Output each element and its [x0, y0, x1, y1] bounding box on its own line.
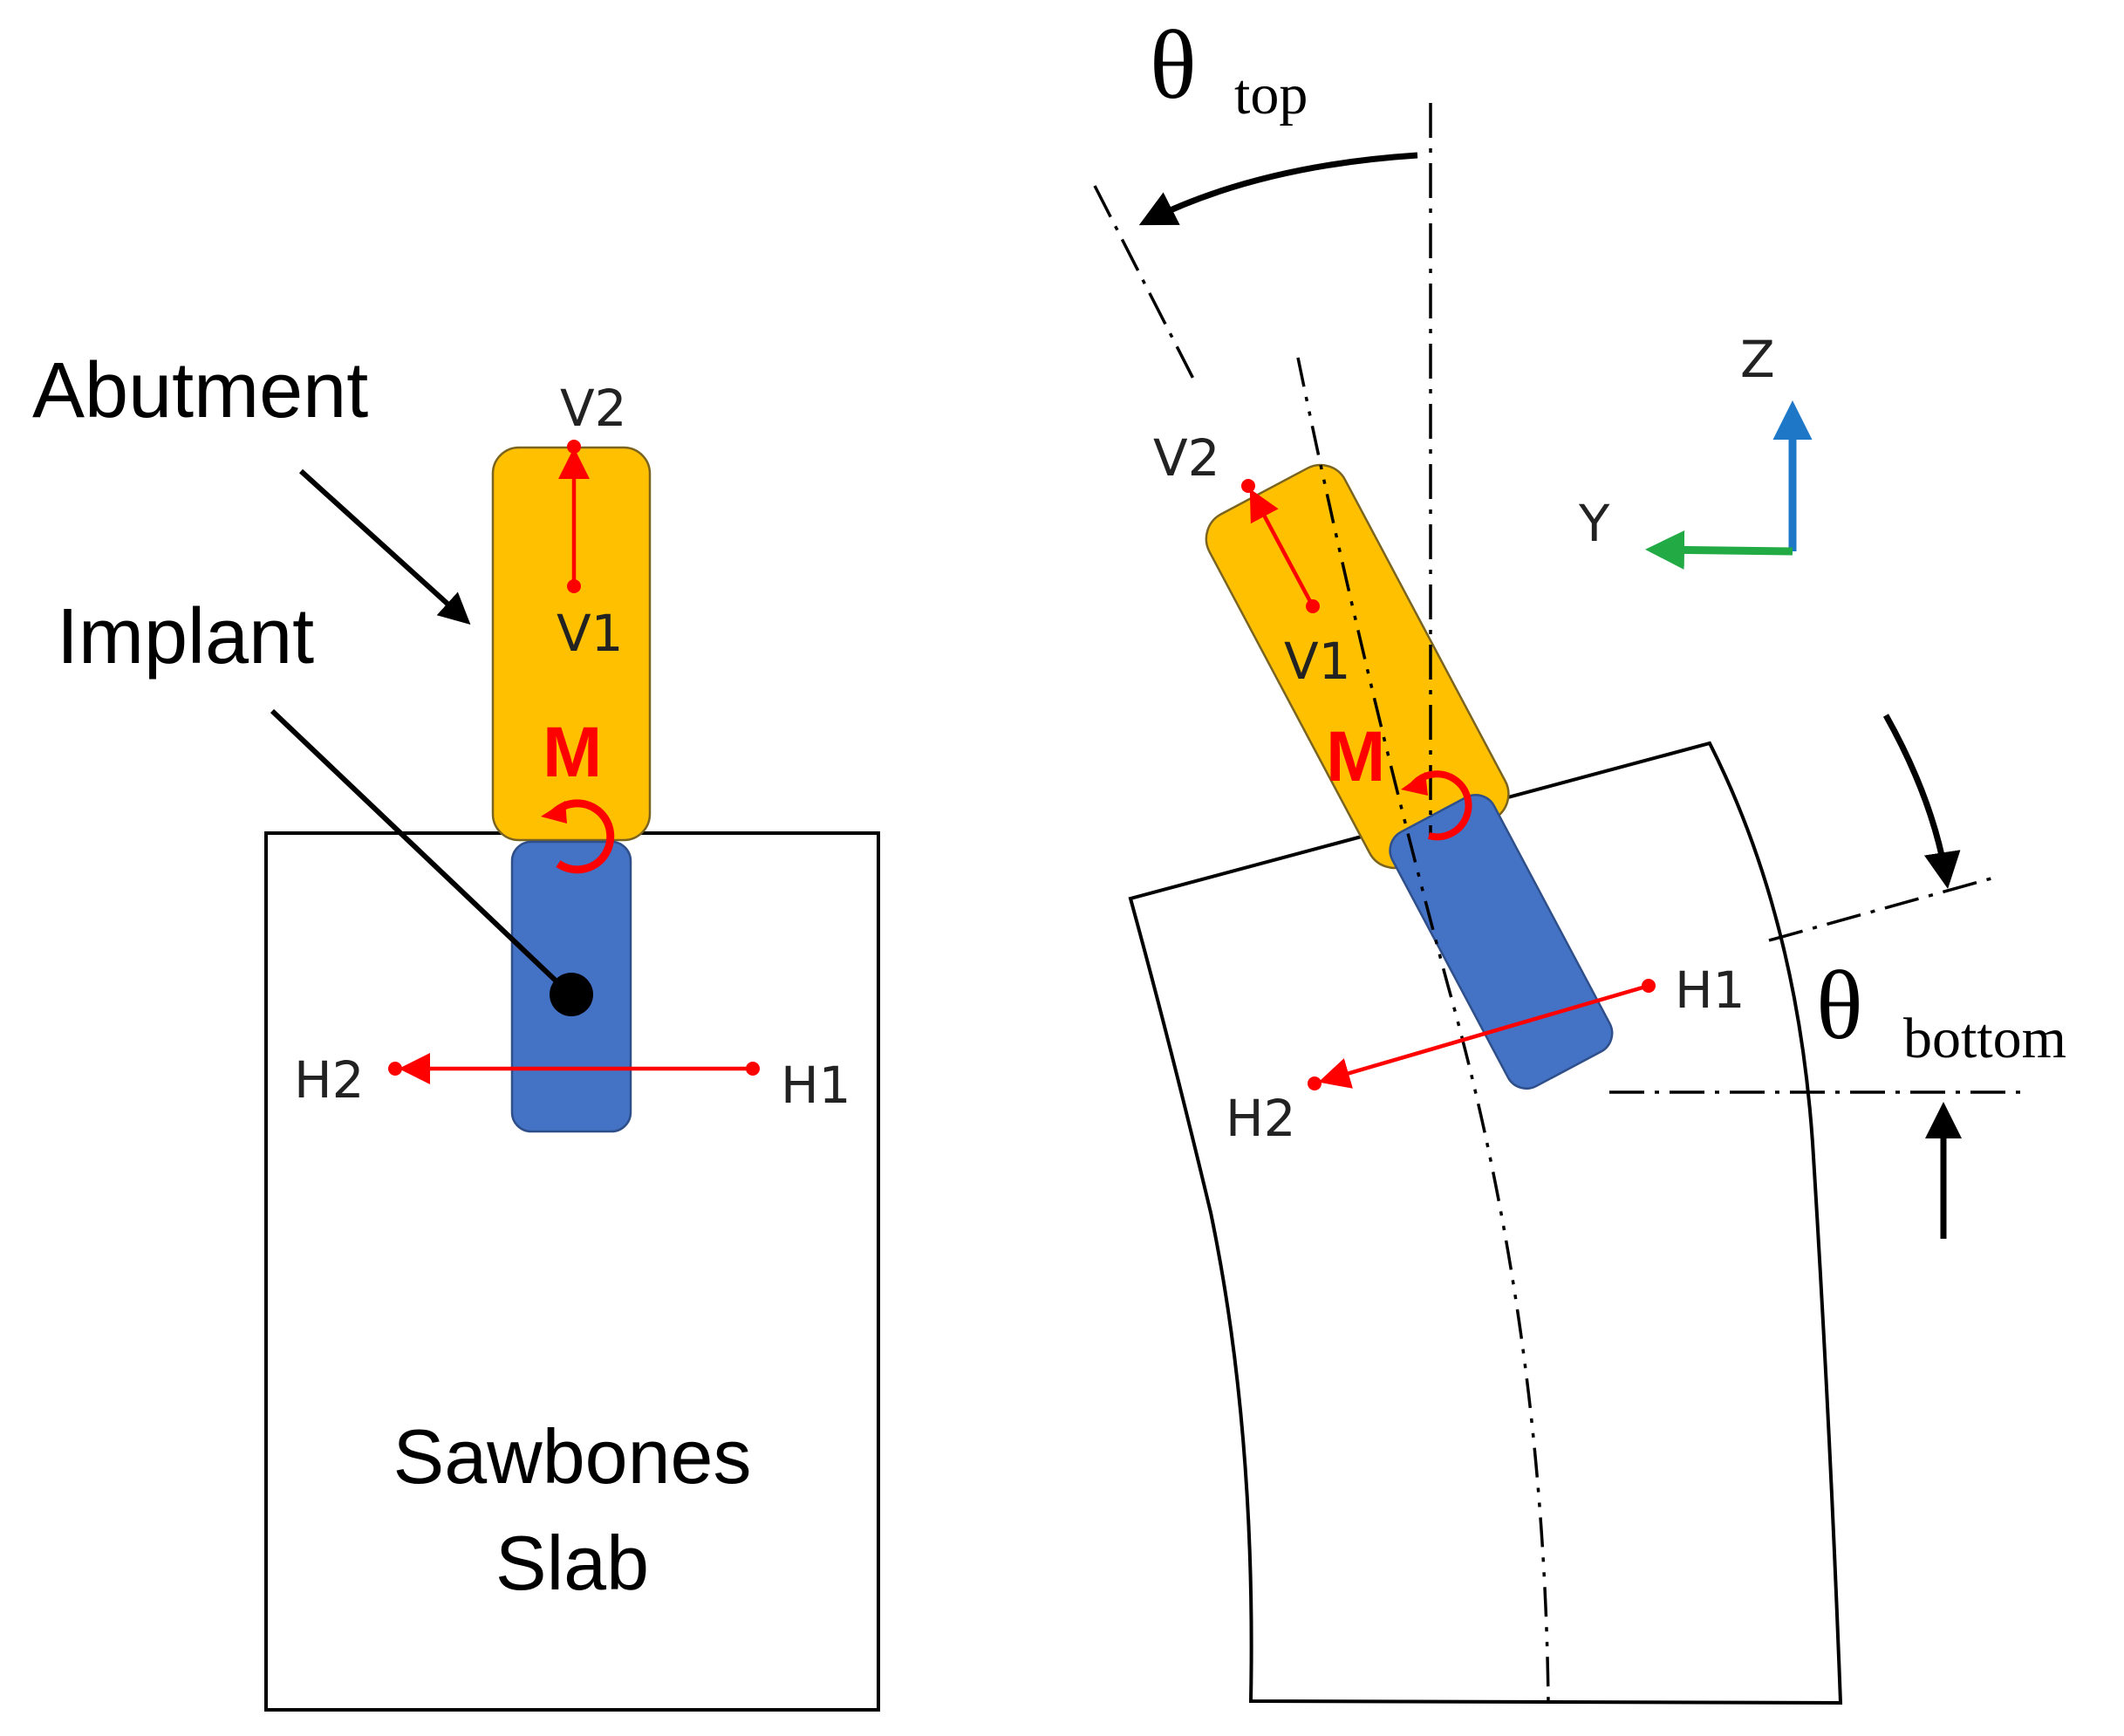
abutment-leader-arrow: [298, 468, 471, 625]
implant-label: Implant: [57, 593, 314, 680]
slab-label-line2: Slab: [495, 1520, 649, 1606]
z-axis-label: Z: [1740, 330, 1775, 389]
theta-bottom-symbol: θ: [1816, 952, 1863, 1060]
moment-arrowhead-tilted: [1401, 772, 1428, 796]
y-axis-label: Y: [1578, 494, 1610, 553]
v1-label: V1: [557, 604, 624, 663]
bottom-tilted-reference: [1768, 875, 1998, 942]
h2-label: H2: [294, 1050, 365, 1110]
moment-arrowhead: [541, 801, 567, 824]
theta-bottom-subscript: bottom: [1903, 1007, 2066, 1070]
tilted-reference-line: [1093, 185, 1197, 383]
deformed-slab: [1128, 741, 1843, 1705]
theta-top-subscript: top: [1234, 63, 1308, 126]
h1-label: H1: [781, 1056, 851, 1115]
h1-label-tilted: H1: [1675, 960, 1745, 1020]
theta-top-symbol: θ: [1150, 11, 1197, 120]
moment-arc-tilted: [1410, 770, 1472, 841]
slab-axis-curve: [1296, 357, 1550, 1704]
v1-point: [567, 579, 581, 593]
v1-v2-vector-tilted: [1249, 489, 1315, 608]
v2-point-tilted: [1241, 479, 1255, 493]
slab-label-line1: Sawbones: [393, 1413, 752, 1500]
theta-bottom-top-arrow: [1882, 714, 1961, 889]
abutment-label: Abutment: [32, 347, 368, 434]
v1-point-tilted: [1306, 599, 1320, 613]
tilted-implant-group: [1389, 794, 1614, 1090]
right-panel: θ top θ bottom V2 V1 H2 H1 M Z Y: [1093, 11, 2066, 1705]
v2-label: V2: [560, 379, 627, 438]
moment-label-tilted: M: [1326, 717, 1385, 796]
moment-label: M: [543, 713, 602, 792]
h2-point: [388, 1062, 402, 1076]
h2-point-tilted: [1308, 1076, 1322, 1090]
h2-label-tilted: H2: [1226, 1089, 1296, 1148]
v2-label-tilted: V2: [1153, 428, 1220, 488]
left-panel: V2 V1 H2 H1 M Abutment Implant Sawbones …: [32, 347, 880, 1712]
h1-point: [746, 1062, 760, 1076]
v2-point: [567, 440, 581, 454]
h1-h2-vector-tilted: [1318, 983, 1649, 1089]
v1-label-tilted: V1: [1284, 632, 1351, 691]
theta-top-arrow: [1138, 152, 1418, 226]
y-axis-arrow: [1645, 530, 1793, 570]
moment-arc: [549, 799, 615, 874]
implant-center-dot: [550, 973, 593, 1016]
implant-leader-line: [270, 708, 559, 984]
h1-point-tilted: [1642, 979, 1656, 993]
implant-tilted: [1389, 794, 1614, 1090]
